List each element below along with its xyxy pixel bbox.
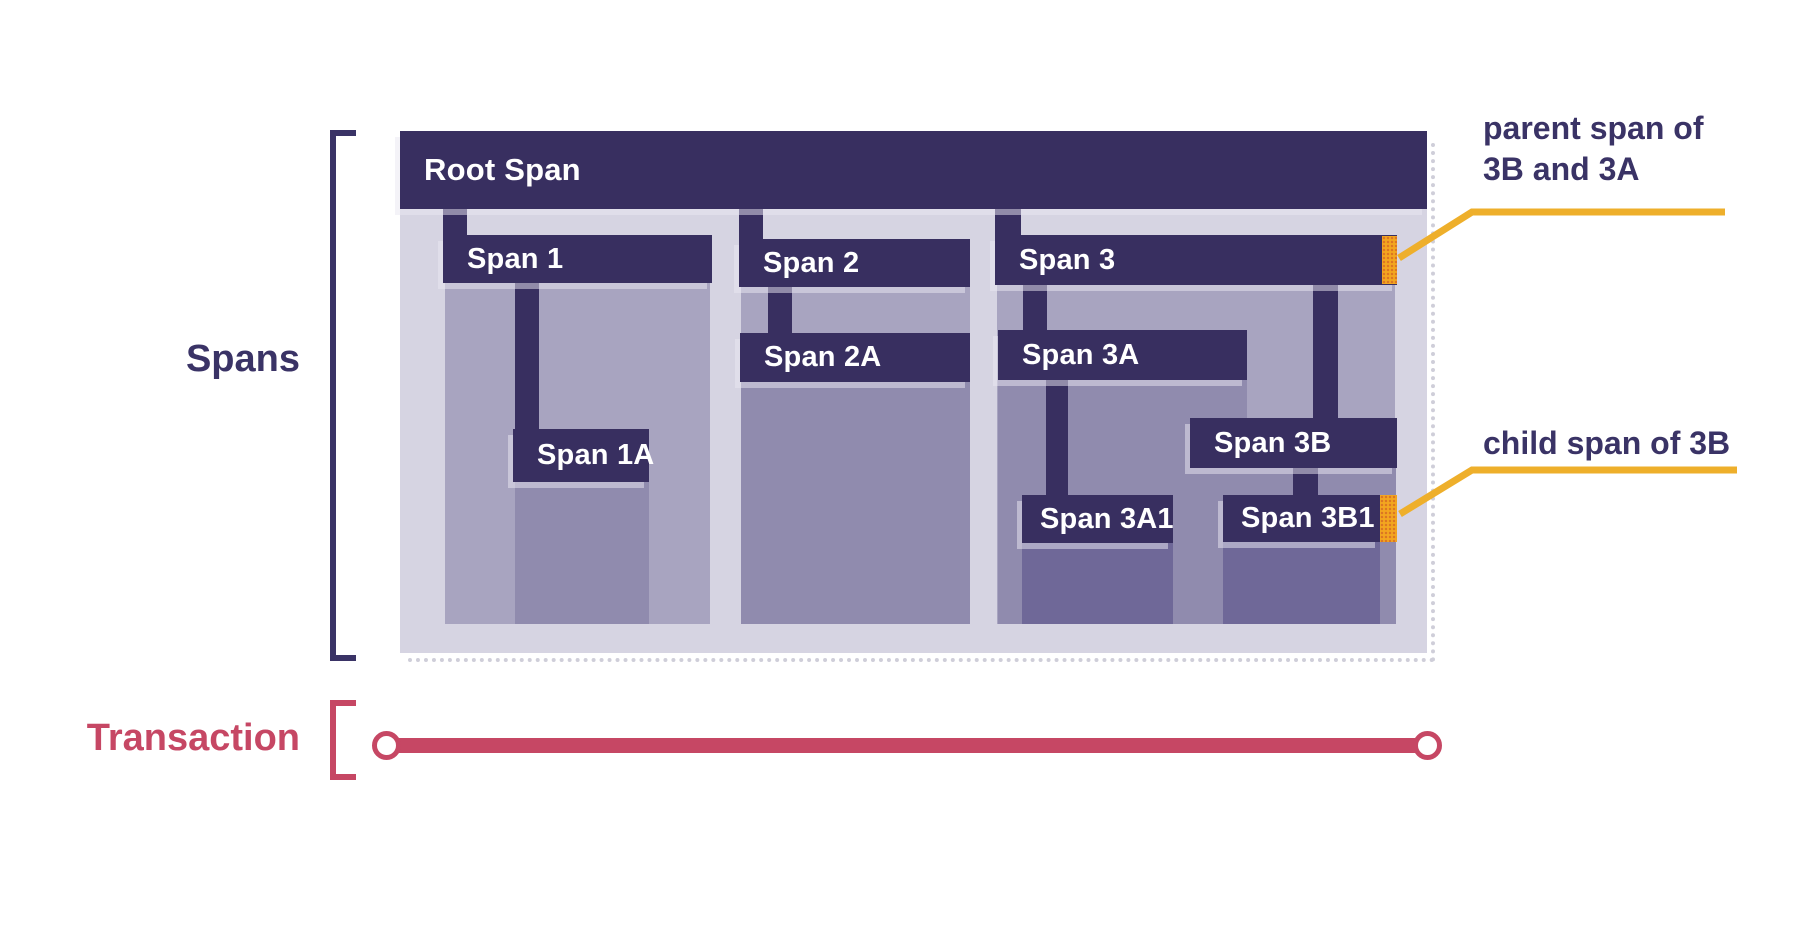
parent-annotation-line-2: 3B and 3A [1483,151,1640,187]
spans-bracket [330,130,356,661]
transaction-end-circle [1413,731,1442,760]
span-3b-bar-label: Span 3B [1214,426,1332,459]
child-annotation-line [1398,466,1737,517]
span-1a-duration-fill [515,482,649,624]
child-span-marker [1380,495,1397,542]
span-3b1-bar-label: Span 3B1 [1241,502,1375,534]
span-3a-bar-label: Span 3A [1022,338,1140,371]
root-to-span-1-connector [443,207,467,237]
transaction-timeline [399,738,1416,753]
span-1-to-1a-connector [515,283,539,431]
span-1a-bar: Span 1A [513,429,654,482]
span-3b-bar: Span 3B [1190,418,1397,468]
span-3a1-bar: Span 3A1 [1022,495,1174,543]
span-2a-duration-fill [741,382,970,624]
span-1-bar: Span 1 [443,235,712,283]
spans-label: Spans [185,338,300,380]
span-2-bar-label: Span 2 [763,246,860,279]
parent-annotation-line [1397,208,1725,261]
span-3-bar-label: Span 3 [1019,243,1116,276]
transaction-label: Transaction [86,717,300,759]
span-3a-bar: Span 3A [998,330,1247,380]
span-3-bar: Span 3 [995,235,1397,285]
span-3-to-3a-connector [1023,285,1047,332]
span-2a-bar-label: Span 2A [764,341,882,373]
span-3b1-bar: Span 3B1 [1223,495,1380,542]
parent-annotation-line-1: parent span of [1483,110,1704,146]
span-2-bar: Span 2 [739,239,970,287]
span-1-bar-label: Span 1 [467,242,564,275]
span-2a-bar: Span 2A [740,333,970,382]
span-3-to-3b-connector [1313,285,1338,420]
span-3b-to-3b1-connector [1293,468,1318,497]
span-1a-bar-label: Span 1A [537,439,655,471]
child-annotation-text: child span of 3B [1483,425,1731,461]
root-span-bar: Root Span [400,131,1427,209]
span-3a1-bar-label: Span 3A1 [1040,502,1174,535]
parent-annotation-text: parent span of 3B and 3A [1483,108,1703,190]
transaction-bracket [330,700,356,780]
span-3a1-duration-fill [1022,543,1173,624]
span-3b1-duration-fill [1223,542,1380,624]
root-to-span-2-connector [739,207,763,241]
span-3a-to-3a1-connector [1046,380,1068,497]
root-to-span-3-connector [995,207,1021,237]
span-2-to-2a-connector [768,287,792,335]
parent-span-marker [1382,236,1397,284]
root-span-bar-label: Root Span [424,152,581,187]
transaction-start-circle [372,731,401,760]
